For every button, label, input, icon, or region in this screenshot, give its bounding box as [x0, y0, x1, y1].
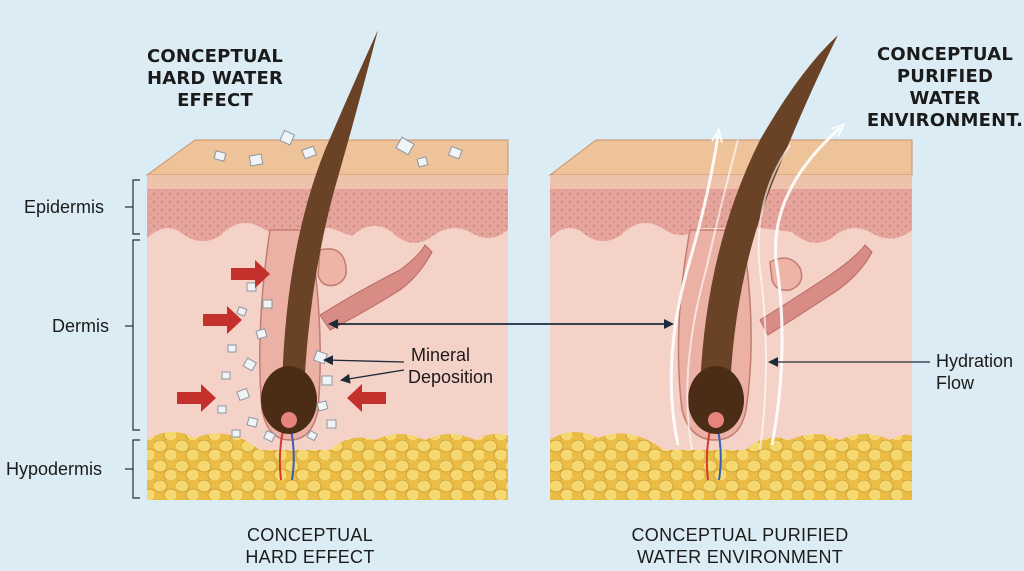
- layer-label-dermis: Dermis: [52, 316, 109, 336]
- left-dermal-papilla: [281, 412, 297, 428]
- left-panel-title: CONCEPTUAL HARD WATER EFFECT: [146, 46, 284, 111]
- right-hair-bulb: [688, 366, 744, 434]
- left-skin-block: [125, 30, 509, 500]
- right-hair-shaft: [700, 35, 838, 390]
- right-panel-title: CONCEPTUAL PURIFIED WATER ENVIRONMENT.: [866, 44, 1024, 131]
- mineral-pointer-1: [323, 355, 405, 366]
- right-epidermis: [550, 175, 912, 243]
- left-pressure-arrows: [177, 260, 386, 412]
- left-hypodermis: [147, 431, 508, 500]
- mineral-deposition-label: Mineral Deposition: [408, 345, 494, 387]
- hydration-streams: [669, 128, 840, 451]
- left-sebaceous-gland: [317, 248, 347, 287]
- right-dermal-papilla: [708, 412, 724, 428]
- right-sebaceous-gland: [769, 257, 803, 292]
- right-arrector-muscle: [759, 244, 873, 336]
- right-panel-caption: CONCEPTUAL PURIFIED WATER ENVIRONMENT: [631, 525, 849, 567]
- right-hypodermis: [550, 431, 912, 500]
- layer-bracket: [125, 179, 140, 499]
- layer-label-epidermis: Epidermis: [24, 197, 105, 217]
- left-hair-shaft: [282, 30, 378, 390]
- hydration-flow-label: Hydration Flow: [936, 351, 1014, 393]
- right-skin-block: [548, 35, 913, 500]
- mineral-pointer-2: [340, 369, 405, 384]
- left-arrector-muscle: [319, 244, 433, 331]
- left-hair-bulb: [261, 366, 317, 434]
- left-panel-caption: CONCEPTUAL HARD EFFECT: [245, 525, 375, 567]
- layer-label-hypodermis: Hypodermis: [6, 459, 103, 479]
- left-mineral-crystals: [213, 129, 463, 443]
